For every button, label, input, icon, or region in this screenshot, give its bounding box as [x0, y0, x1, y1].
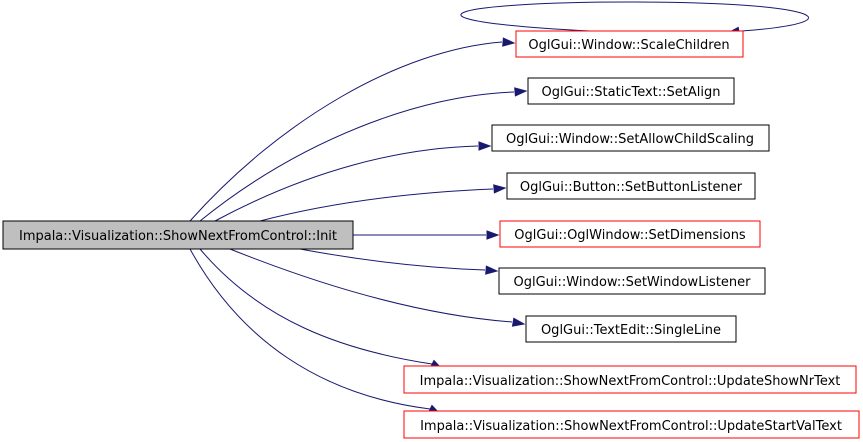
- root-node[interactable]: Impala::Visualization::ShowNextFromContr…: [2, 220, 354, 250]
- callee-node-set-dimensions[interactable]: OglGui::OglWindow::SetDimensions: [499, 220, 761, 248]
- callee-node-set-button-listener[interactable]: OglGui::Button::SetButtonListener: [506, 172, 756, 200]
- arrowhead-icon: [493, 184, 507, 194]
- callee-node-label: OglGui::TextEdit::SingleLine: [541, 323, 721, 338]
- callee-node-label: OglGui::StaticText::SetAlign: [542, 85, 721, 100]
- root-node-label: Impala::Visualization::ShowNextFromContr…: [19, 229, 337, 244]
- callee-node-label: OglGui::Window::SetWindowListener: [514, 275, 752, 290]
- call-edge-7: [229, 248, 513, 323]
- callee-node-label: OglGui::Button::SetButtonListener: [520, 180, 743, 195]
- call-edge-1: [189, 41, 503, 222]
- arrowhead-icon: [502, 37, 516, 47]
- arrowhead-icon: [485, 265, 499, 275]
- call-edge-3: [214, 145, 479, 222]
- callee-node-label: Impala::Visualization::ShowNextFromContr…: [420, 374, 841, 389]
- callee-node-set-align[interactable]: OglGui::StaticText::SetAlign: [527, 77, 735, 105]
- call-edge-6: [299, 248, 486, 271]
- self-loop-edge: [460, 1, 809, 32]
- call-edge-4: [259, 188, 494, 222]
- callee-node-update-start-val-text[interactable]: Impala::Visualization::ShowNextFromContr…: [403, 410, 860, 439]
- call-edge-9: [189, 248, 431, 410]
- callee-node-set-allow-child-scaling[interactable]: OglGui::Window::SetAllowChildScaling: [491, 124, 770, 152]
- arrowhead-icon: [514, 87, 528, 97]
- arrowhead-icon: [486, 230, 500, 240]
- arrowhead-icon: [478, 141, 492, 151]
- arrowhead-icon: [511, 317, 526, 327]
- callee-node-single-line[interactable]: OglGui::TextEdit::SingleLine: [525, 315, 737, 343]
- callee-node-set-window-listener[interactable]: OglGui::Window::SetWindowListener: [498, 267, 766, 295]
- callee-node-label: OglGui::OglWindow::SetDimensions: [514, 228, 746, 243]
- callee-node-label: OglGui::Window::ScaleChildren: [528, 38, 729, 53]
- call-edge-2: [199, 91, 515, 222]
- callee-node-label: OglGui::Window::SetAllowChildScaling: [506, 132, 754, 147]
- callee-node-update-show-nr-text[interactable]: Impala::Visualization::ShowNextFromContr…: [403, 365, 857, 394]
- call-edge-8: [199, 248, 433, 365]
- callee-node-label: Impala::Visualization::ShowNextFromContr…: [420, 419, 842, 434]
- callee-node-scale-children[interactable]: OglGui::Window::ScaleChildren: [515, 30, 744, 58]
